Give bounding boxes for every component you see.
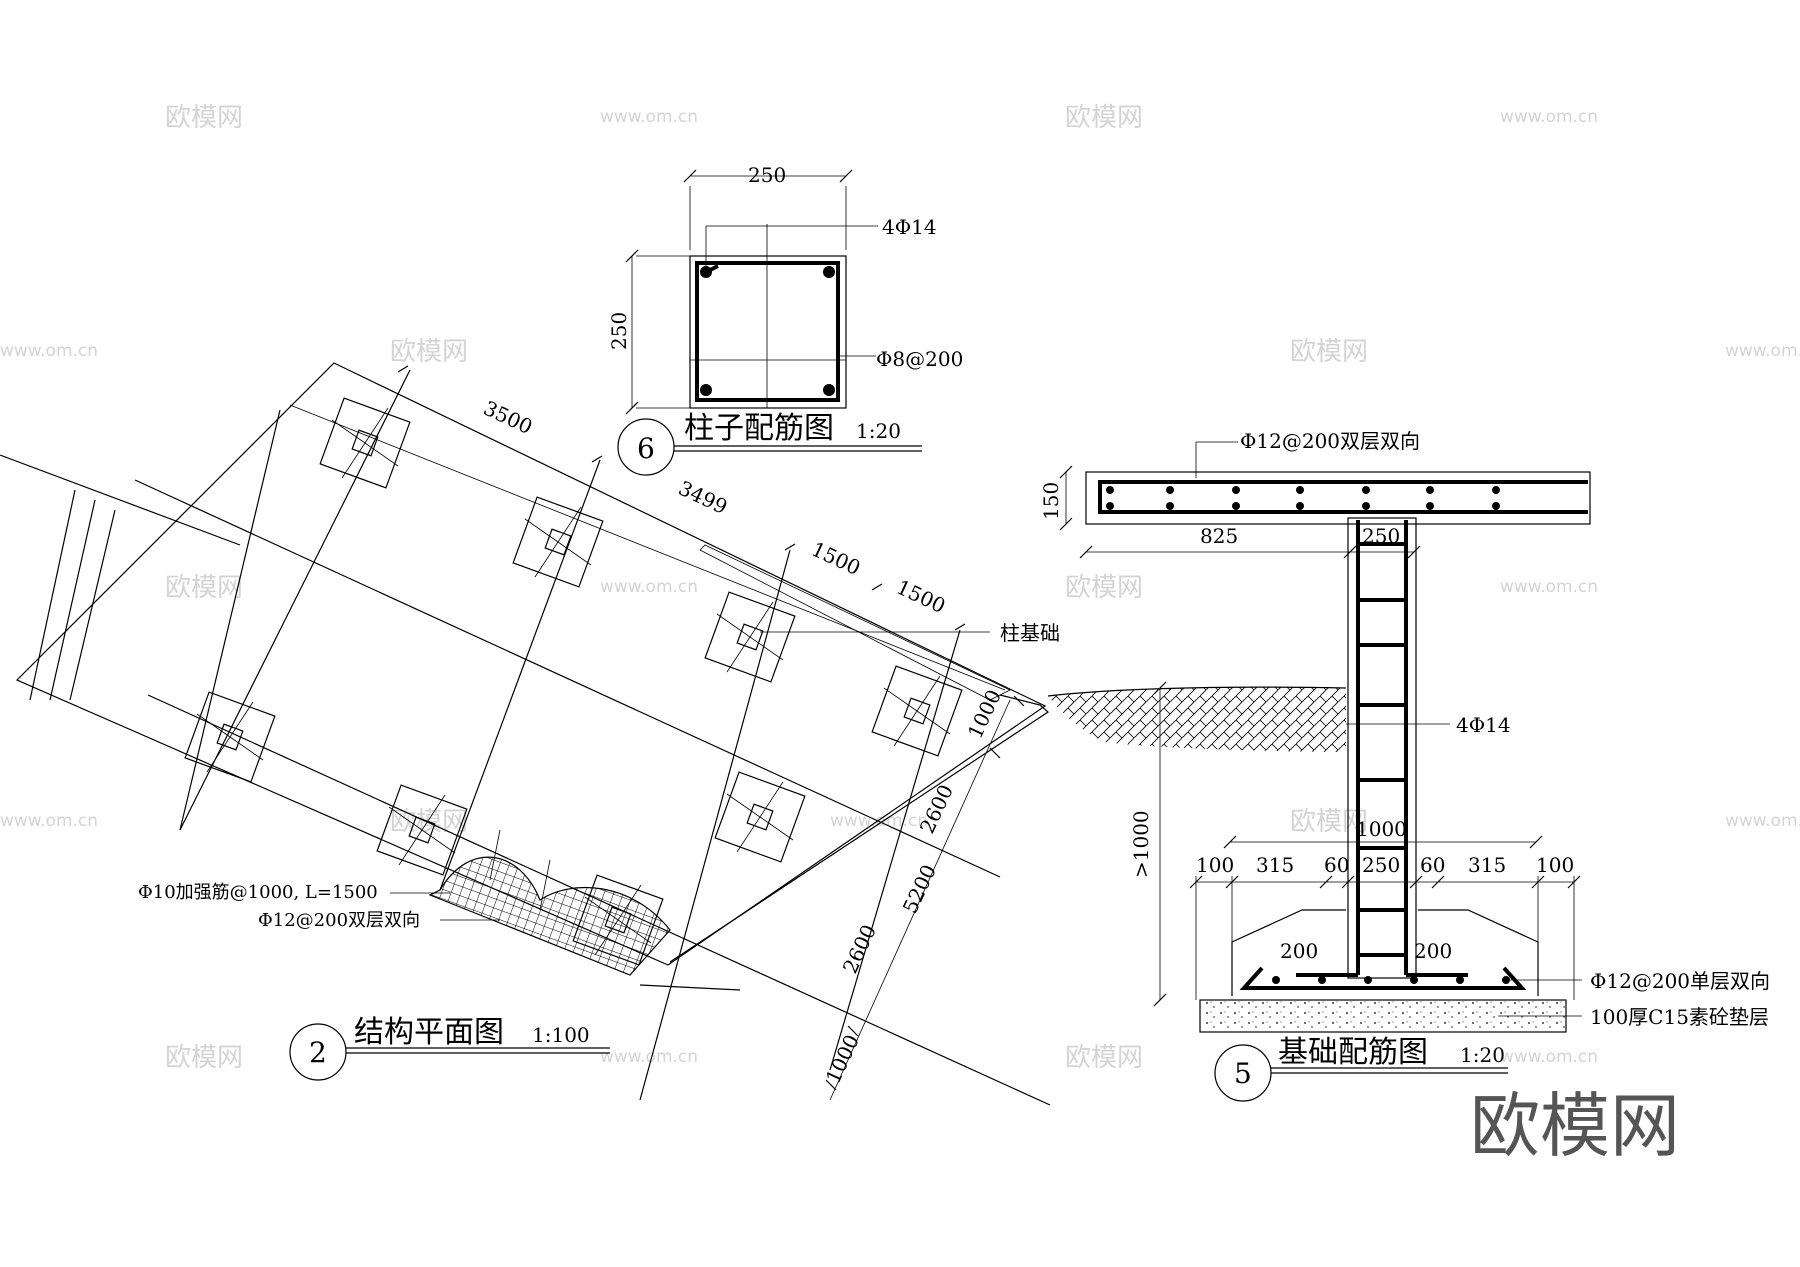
base-rebar-label: Φ12@200单层双向 <box>1590 969 1770 993</box>
dim-315-left: 315 <box>1256 853 1294 877</box>
watermark-brand: 欧模网 <box>1290 807 1368 837</box>
foundation-detail-scale: 1:20 <box>1460 1043 1505 1067</box>
watermark-url: www.om.cn <box>600 107 698 127</box>
plan-dim-5200: 5200 <box>898 861 941 917</box>
dim-200-left: 200 <box>1280 939 1318 963</box>
dim-315-right: 315 <box>1468 853 1506 877</box>
column-detail-number: 6 <box>637 432 655 465</box>
watermark-brand: 欧模网 <box>1290 337 1368 367</box>
plan-dim-1500: 1500 <box>893 575 949 618</box>
column-height-dim: 250 <box>607 312 631 350</box>
plan-number: 2 <box>309 1036 327 1069</box>
watermark-brand: 欧模网 <box>165 103 243 133</box>
depth-dim: >1000 <box>1129 810 1153 878</box>
plan-rebar-label-1: Φ10加强筋@1000, L=1500 <box>138 882 378 903</box>
dim-60-left: 60 <box>1324 853 1349 877</box>
watermark-brand: 欧模网 <box>1065 1043 1143 1073</box>
column-detail-scale: 1:20 <box>856 419 901 443</box>
column-detail-title: 柱子配筋图 <box>684 411 834 446</box>
structural-plan: 3500 3499 1500 1500 1000 2600 5200 2600 … <box>0 362 1060 1106</box>
plan-title: 结构平面图 <box>354 1015 504 1050</box>
base-bars <box>1272 976 1510 984</box>
column-bar-label: 4Φ14 <box>1456 713 1511 737</box>
column-width-dim: 250 <box>748 163 786 187</box>
dim-100-right: 100 <box>1536 853 1574 877</box>
column-stirrup-label: Φ8@200 <box>876 347 963 371</box>
watermark-url: www.om.cn <box>1500 1047 1598 1067</box>
watermark-brand: 欧模网 <box>1065 103 1143 133</box>
watermark-brand: 欧模网 <box>390 337 468 367</box>
watermark-url: www.om.cn <box>600 1047 698 1067</box>
dim-100-left: 100 <box>1196 853 1234 877</box>
watermark-url: www.om.cn <box>0 811 98 831</box>
plan-dim-2600: 2600 <box>838 921 881 977</box>
column-main-bar-label: 4Φ14 <box>882 215 937 239</box>
watermark-brand: 欧模网 <box>165 573 243 603</box>
plan-dim-1000: 1000 <box>963 686 1006 742</box>
footing-icon <box>184 691 276 783</box>
watermark-url: www.om.cn <box>1500 107 1598 127</box>
dim-60-right: 60 <box>1420 853 1445 877</box>
watermark-url: www.om.cn <box>1725 341 1800 361</box>
foundation-detail-title: 基础配筋图 <box>1278 1035 1428 1070</box>
watermark-url: www.om.cn <box>600 577 698 597</box>
slab-thickness-dim: 150 <box>1039 482 1063 520</box>
plan-dim-2600: 2600 <box>915 781 958 837</box>
footing-icon <box>714 771 806 863</box>
dim-825: 825 <box>1200 524 1238 548</box>
plan-dim-1500: 1500 <box>808 537 864 580</box>
watermark-layer: 欧模网 www.om.cn 欧模网 www.om.cn www.om.cn 欧模… <box>0 103 1800 1073</box>
watermark-url: www.om.cn <box>0 341 98 361</box>
watermark-url: www.om.cn <box>1725 811 1800 831</box>
foundation-detail-number: 5 <box>1234 1057 1252 1090</box>
slab-rebar-label: Φ12@200双层双向 <box>1240 429 1420 453</box>
slab-bars <box>1106 486 1500 510</box>
plan-footing-label: 柱基础 <box>1000 621 1060 645</box>
plan-dim-3500: 3500 <box>480 396 536 439</box>
brand-logo: 欧模网 <box>1470 1085 1680 1167</box>
cushion-label: 100厚C15素砼垫层 <box>1590 1005 1769 1029</box>
footing-icon <box>376 784 468 876</box>
watermark-url: www.om.cn <box>1500 577 1598 597</box>
plan-scale: 1:100 <box>532 1023 590 1047</box>
footing-icon <box>512 496 604 588</box>
dim-250: 250 <box>1362 853 1400 877</box>
footing-icon <box>704 591 796 683</box>
plan-rebar-label-2: Φ12@200双层双向 <box>258 910 420 931</box>
column-detail: 250 250 4Φ14 Φ8@200 6 柱子配筋图 1:20 <box>607 163 963 476</box>
footing-icon <box>319 397 411 489</box>
dim-1000: 1000 <box>1356 817 1407 841</box>
watermark-brand: 欧模网 <box>1065 573 1143 603</box>
plan-dim-1000: 1000 <box>821 1031 864 1087</box>
watermark-brand: 欧模网 <box>165 1043 243 1073</box>
dim-200-right: 200 <box>1414 939 1452 963</box>
foundation-detail: Φ12@200双层双向 150 825 250 <box>1039 429 1770 1102</box>
footing-icon <box>871 665 963 757</box>
plan-dim-3499: 3499 <box>675 476 731 519</box>
